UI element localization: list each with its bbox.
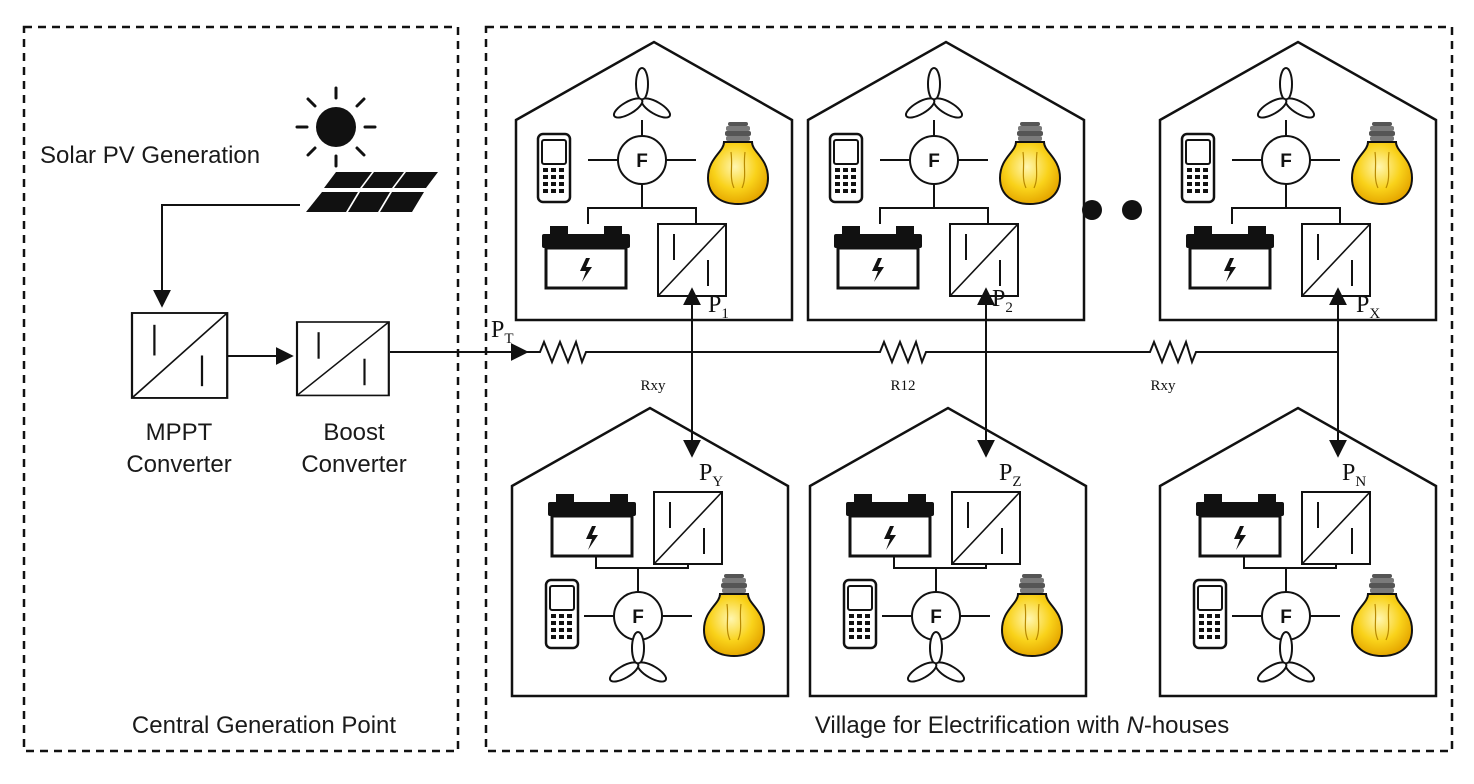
power-label-p2: P2 [992, 286, 1013, 316]
panel-to-mppt-wire [153, 204, 300, 308]
sun-icon [295, 86, 377, 168]
power-label-pz: PZ [999, 460, 1022, 490]
village-label: Village for Electrification with N-house… [815, 712, 1229, 739]
central-generation-label: Central Generation Point [132, 712, 396, 739]
mppt-label-line1: MPPT [146, 419, 213, 446]
mppt-converter-block [130, 312, 229, 399]
fan-hub-label: F [632, 607, 644, 628]
power-label-py: PY [699, 460, 723, 490]
power-label-px: PX [1356, 292, 1380, 322]
solar-pv-label: Solar PV Generation [40, 142, 260, 169]
resistor-label-1: Rxy [640, 378, 666, 394]
boost-converter-block [295, 321, 390, 397]
fan-hub-label: F [636, 151, 648, 172]
power-label-pn: PN [1342, 460, 1366, 490]
fan-hub-label: F [928, 151, 940, 172]
total-power-label: PT [491, 317, 514, 347]
power-label-p1: P1 [708, 292, 729, 322]
solar-panel-icon [306, 172, 438, 212]
resistor-label-3: Rxy [1150, 378, 1176, 394]
central-generation-panel [22, 25, 460, 753]
ellipsis-dot [1122, 200, 1142, 220]
mppt-label-line2: Converter [126, 451, 231, 478]
fan-hub-label: F [1280, 151, 1292, 172]
boost-label-line1: Boost [323, 419, 385, 446]
boost-label-line2: Converter [301, 451, 406, 478]
distribution-bus [527, 341, 1338, 363]
ellipsis-dot [1082, 200, 1102, 220]
fan-hub-label: F [1280, 607, 1292, 628]
resistor-label-2: R12 [890, 378, 915, 394]
village-panel [484, 25, 1454, 753]
fan-hub-label: F [930, 607, 942, 628]
